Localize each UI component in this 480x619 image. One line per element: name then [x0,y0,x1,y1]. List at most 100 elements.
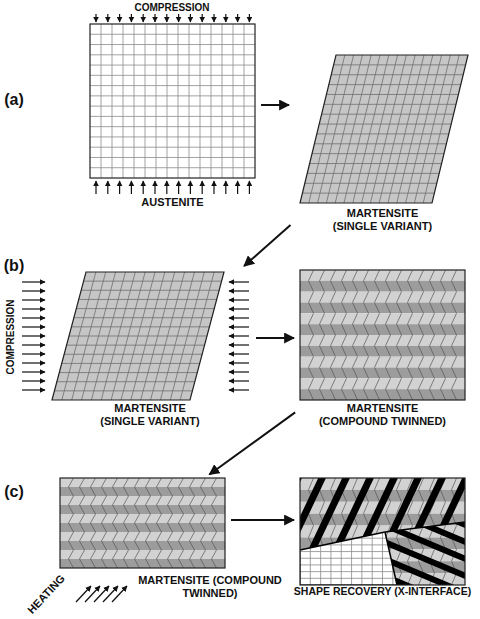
lattice-line [408,335,413,346]
lattice-line [331,74,463,75]
twin-band [60,478,225,487]
lattice-line [364,537,369,549]
force-arrow [119,181,120,194]
lattice-line [441,324,446,335]
lattice-line [364,561,369,573]
lattice-line [452,346,457,357]
lattice-line [386,378,391,389]
lattice-line [386,292,391,303]
lattice-line [441,281,446,292]
twin-band [60,559,225,568]
lattice-line [57,381,195,382]
lattice-line [342,346,347,357]
lattice-line [113,541,118,550]
lattice-line [386,357,391,368]
lattice-line [408,346,413,357]
force-arrow [131,181,132,194]
lattice-line [320,573,325,585]
panel-a-art [90,14,468,203]
lattice-line [353,478,358,490]
lattice-line [157,487,162,496]
lattice-line [91,487,96,496]
lattice-line [310,163,442,164]
process-arrow [244,225,290,266]
force-arrow [22,308,45,309]
force-arrow [229,371,249,372]
force-arrow [213,14,214,22]
lattice-line [309,389,314,400]
lattice-line [80,496,85,505]
force-arrow [229,308,249,309]
lattice-line [212,487,217,496]
force-arrow [22,389,45,390]
lattice-line [397,502,402,514]
lattice-line [179,478,184,487]
lattice-line [386,514,391,526]
lattice-line [309,55,345,203]
lattice-line [408,324,413,335]
lattice-line [320,478,325,490]
lattice-line [452,357,457,368]
lattice-line [408,292,413,303]
lattice-line [386,313,391,324]
lattice-line [124,550,129,559]
force-arrow [22,344,45,345]
lattice-line [222,24,223,178]
twin-band [300,303,465,314]
force-arrow [22,281,45,282]
lattice-line [386,324,391,335]
lattice-line [419,357,424,368]
lattice-line [90,65,255,66]
lattice-line [408,313,413,324]
lattice-line [309,478,314,490]
lattice-line [375,313,380,324]
lattice-line [375,324,380,335]
force-arrow [119,14,120,22]
stage-caption: MARTENSITE (COMPOUND TWINNED) [135,574,285,600]
lattice-line [331,357,336,368]
lattice-line [90,167,255,168]
lattice-line [397,335,402,346]
lattice-line [146,478,151,487]
lattice-line [178,24,179,178]
lattice-line [342,549,347,561]
lattice-line [430,324,435,335]
force-arrow [112,586,127,602]
lattice-line [146,559,151,568]
force-arrow [229,353,249,354]
lattice-line [375,502,380,514]
lattice-line [168,478,173,487]
lattice-line [386,270,391,281]
lattice-line [212,505,217,514]
lattice-line [80,505,85,514]
lattice-line [80,487,85,496]
lattice-line [441,502,446,514]
lattice-line [342,378,347,389]
lattice-line [452,478,457,490]
lattice-line [375,490,380,502]
lattice-line [430,378,435,389]
lattice-line [331,389,336,400]
lattice-line [326,55,362,203]
lattice-line [331,368,336,379]
lattice-line [157,550,162,559]
lattice-line [302,193,434,194]
stage-caption: AUSTENITE [90,196,255,209]
lattice-line [408,502,413,514]
lattice-line [408,378,413,389]
lattice-line [375,490,380,502]
lattice-line [212,478,217,487]
lattice-line [101,24,102,178]
lattice-line [364,357,369,368]
lattice-line [102,550,107,559]
lattice-outline [300,478,465,585]
lattice-line [124,541,129,550]
twin-stripe [375,470,475,512]
force-arrow [166,181,167,194]
lattice-line [361,478,362,585]
lattice-line [102,532,107,541]
lattice-line [320,303,325,314]
lattice-line [179,514,184,523]
lattice-line [212,514,217,523]
lattice-line [364,549,369,561]
